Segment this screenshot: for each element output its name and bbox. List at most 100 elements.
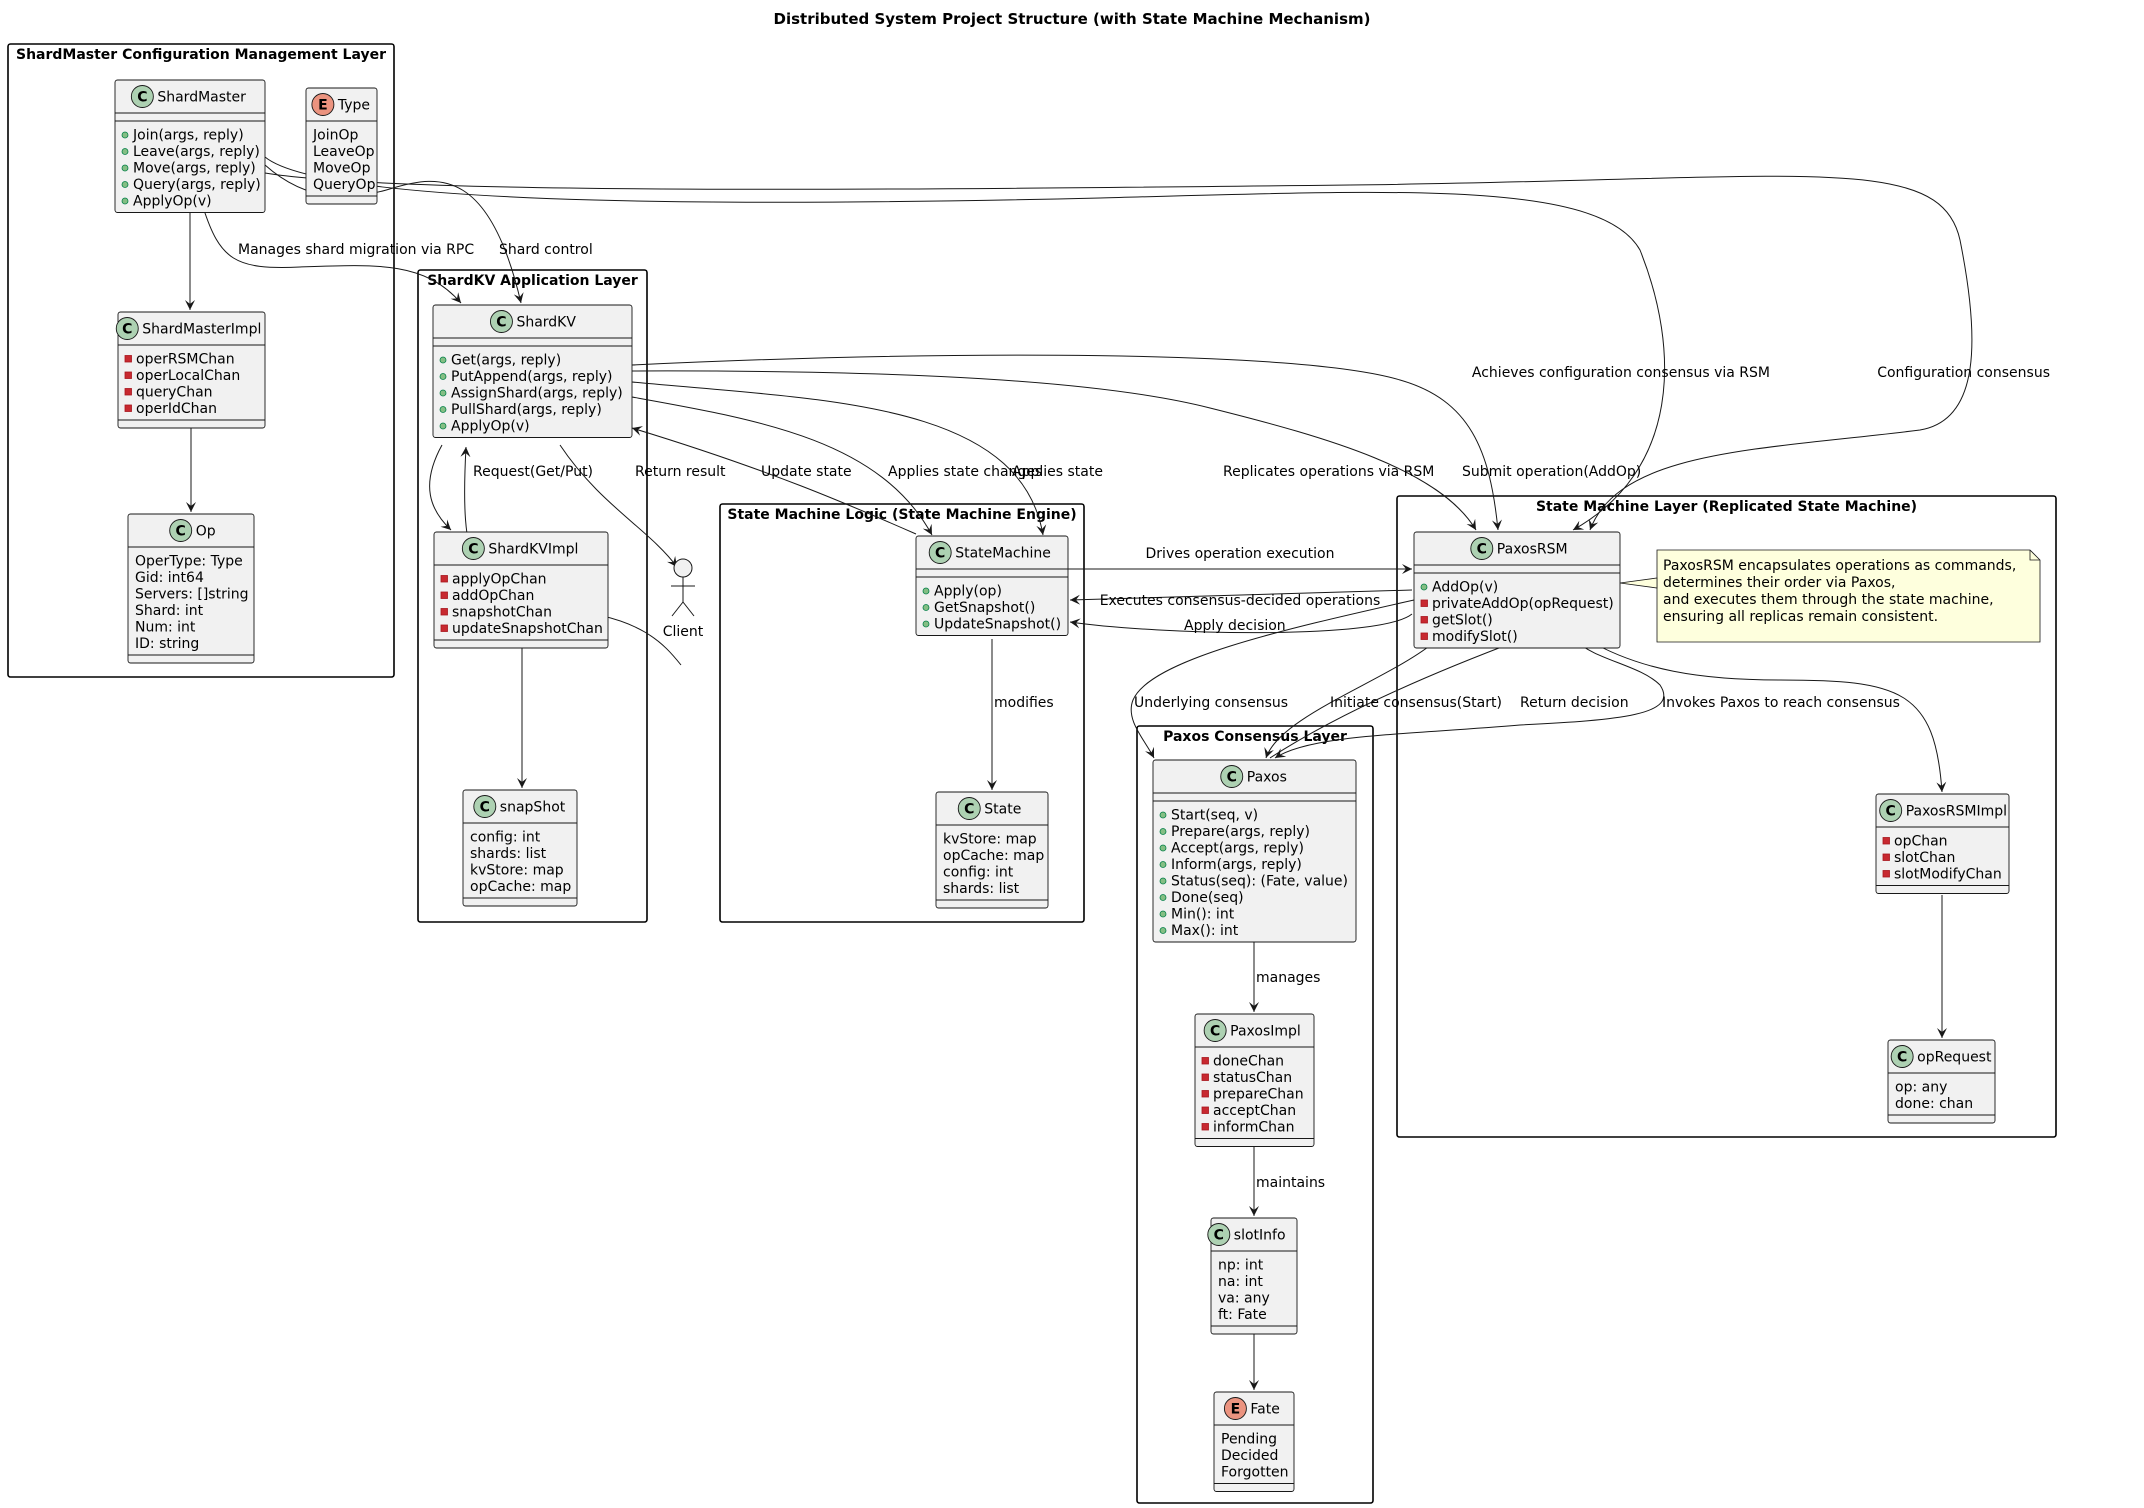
class-member: doneChan [1213,1054,1284,1070]
edge-rsm-rsmimpl [1587,639,1947,793]
package-frame [1136,725,1374,1504]
class-member: opCache: map [943,848,1044,864]
package-rsm: State Machine Layer (Replicated State Ma… [1396,495,2057,1138]
enum-stereotype-icon [311,93,335,116]
edge-sm-rsm-config [264,172,1973,531]
edge-kv-stm-applies [631,381,1047,536]
public-visibility-icon [1159,877,1167,885]
class-member: Min(): int [1171,907,1235,923]
class-name: PaxosRSM [1497,542,1568,558]
private-visibility-icon [124,388,132,396]
public-visibility-icon [121,181,129,188]
class-member: config: int [943,865,1014,881]
private-visibility-icon [440,608,448,616]
edge-label: Request(Get/Put) [473,464,593,480]
class-member: getSlot() [1432,613,1493,629]
public-visibility-icon [439,389,447,397]
class-box [462,789,578,907]
class-member: prepareChan [1213,1087,1304,1103]
class-name: PaxosImpl [1230,1024,1301,1040]
class-member: addOpChan [452,588,534,604]
class-name: Fate [1250,1402,1279,1418]
class-member: Leave(args, reply) [133,144,260,160]
class-name: Op [196,524,216,540]
stereotype-letter: C [137,90,147,106]
edge-label: Drives operation execution [1146,546,1335,562]
private-visibility-icon [124,404,132,412]
class-member: opChan [1894,834,1948,850]
class-member: Start(seq, v) [1171,808,1258,824]
class-member: Prepare(args, reply) [1171,824,1310,840]
class-member: OperType: Type [135,554,243,570]
public-visibility-icon [439,422,447,430]
public-visibility-icon [1159,828,1167,835]
class-member: Gid: int64 [135,570,204,586]
stereotype-letter: C [1897,1050,1907,1066]
class-member: ApplyOp(v) [133,194,212,210]
note-line: and executes them through the state mach… [1663,592,1994,608]
actor-client: Client [663,558,704,640]
class-member: Shard: int [135,603,204,619]
class-member: PutAppend(args, reply) [451,369,613,385]
class-name: State [984,802,1021,818]
class-box [127,513,255,664]
class-stereotype-icon [115,317,139,340]
private-visibility-icon [1882,837,1890,845]
public-visibility-icon [922,620,930,628]
paxosrsm-note: PaxosRSM encapsulates operations as comm… [1619,549,2041,643]
stereotype-letter: C [1214,1228,1224,1244]
class-box [1152,759,1357,943]
package-title: State Machine Layer (Replicated State Ma… [1536,499,1917,515]
private-visibility-icon [124,355,132,363]
diagram-title: Distributed System Project Structure (wi… [774,10,1371,28]
class-member: informChan [1213,1120,1295,1136]
private-visibility-icon [1201,1123,1209,1131]
class-member: modifySlot() [1432,629,1518,645]
class-box [1875,793,2010,894]
stereotype-letter: C [1210,1024,1220,1040]
class-member: Apply(op) [934,584,1002,600]
class-name: snapShot [500,800,566,816]
class-box [915,535,1069,636]
class-member: snapshotChan [452,605,552,621]
stereotype-letter: C [122,322,132,338]
class-member: np: int [1218,1258,1264,1274]
edge-label: Executes consensus-decided operations [1100,593,1381,609]
class-stereotype-icon [957,797,981,820]
edge-label: Apply decision [1184,618,1286,634]
stereotype-letter: C [1227,770,1237,786]
class-member: kvStore: map [470,863,564,879]
private-visibility-icon [440,591,448,599]
class-member: Move(args, reply) [133,161,256,177]
class-member: Decided [1221,1448,1278,1464]
edge-kv-stm-applies-changes [631,396,933,536]
edge-label: Underlying consensus [1134,695,1288,711]
class-member: shards: list [943,881,1020,897]
class-member: opCache: map [470,879,571,895]
class-member: op: any [1895,1080,1947,1096]
package-frame [1396,495,2057,1138]
private-visibility-icon [1201,1057,1209,1065]
class-member: acceptChan [1213,1103,1296,1119]
edge-rsm-paxos-initiate [1264,639,1438,759]
class-box [117,311,266,429]
class-member: GetSnapshot() [934,600,1035,616]
public-visibility-icon [1159,910,1167,918]
stereotype-letter: E [1231,1402,1241,1418]
class-stereotype-icon [1220,765,1244,788]
public-visibility-icon [1159,894,1167,901]
edge-rsm-paxos-invokes [1274,639,1665,759]
class-stereotype-icon [928,541,952,564]
edge-label: Manages shard migration via RPC [238,242,474,258]
stereotype-letter: C [1886,804,1896,820]
